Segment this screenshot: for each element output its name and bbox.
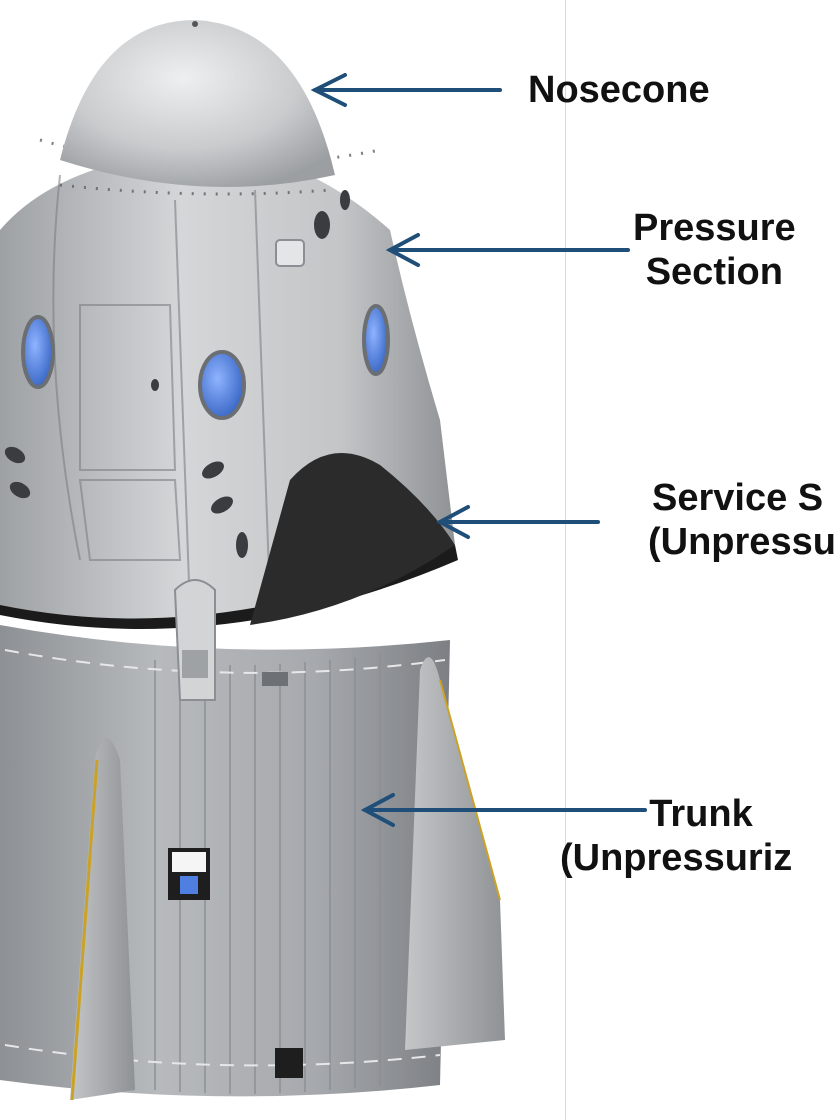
nosecone bbox=[60, 20, 335, 187]
label-pressure-line1: Pressure bbox=[633, 207, 796, 249]
label-nosecone-text: Nosecone bbox=[528, 69, 710, 111]
capsule-window bbox=[198, 350, 246, 420]
arrow-left-icon bbox=[385, 233, 630, 267]
arrow-left-icon bbox=[360, 793, 647, 827]
label-nosecone: Nosecone bbox=[528, 68, 710, 112]
label-trunk-line1: Trunk bbox=[649, 793, 753, 835]
pressure-section bbox=[0, 138, 455, 701]
vertical-divider bbox=[565, 0, 566, 1120]
trunk-section bbox=[0, 625, 450, 1097]
label-trunk: Trunk (Unpressuriz bbox=[560, 792, 840, 880]
service-section bbox=[250, 453, 455, 625]
capsule-window bbox=[21, 315, 55, 389]
label-pressure-line2: Section bbox=[645, 251, 783, 293]
label-service-section: Service S (Unpressu bbox=[648, 476, 836, 564]
label-trunk-line2: (Unpressuriz bbox=[560, 837, 793, 879]
label-service-line1: Service S bbox=[652, 477, 824, 519]
label-pressure-section: Pressure Section bbox=[633, 206, 796, 294]
arrow-left-icon bbox=[310, 73, 502, 107]
capsule-window bbox=[362, 304, 390, 376]
arrow-left-icon bbox=[435, 505, 600, 539]
trunk-fins bbox=[70, 657, 505, 1101]
label-service-line2: (Unpressu bbox=[648, 521, 836, 563]
